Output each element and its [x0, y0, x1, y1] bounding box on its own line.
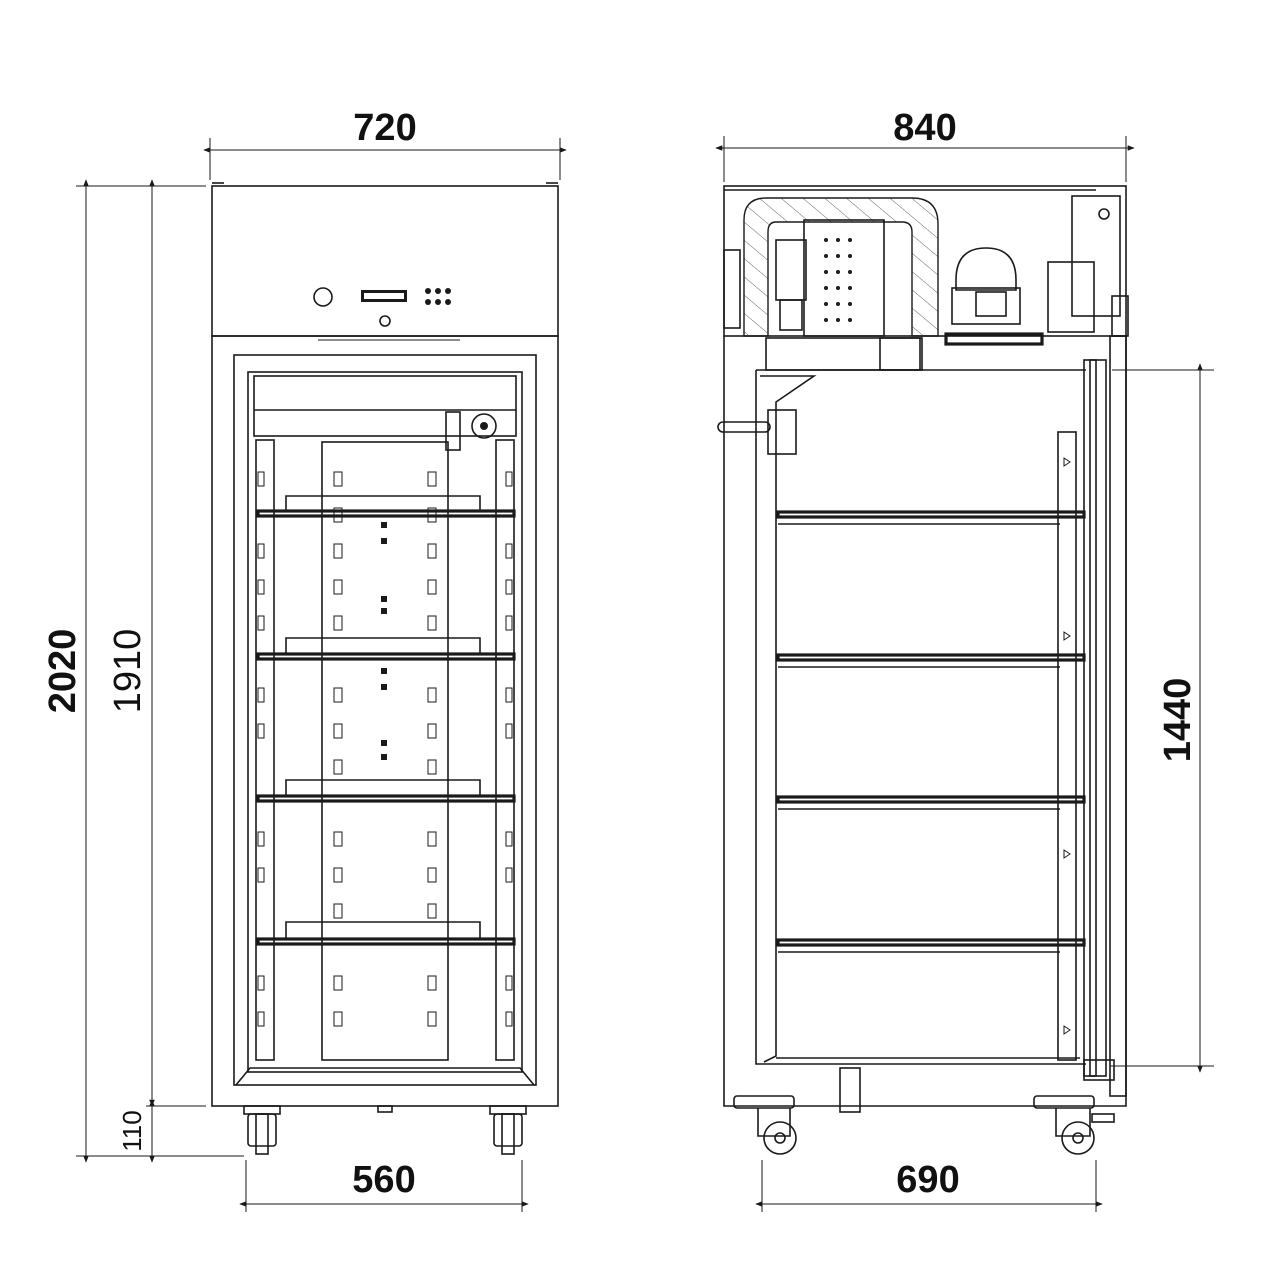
side-dimensions: 840 1440 690 — [715, 107, 1214, 1212]
panel-holes — [381, 522, 387, 760]
control-knob-icon — [313, 287, 333, 307]
door-edge — [1083, 359, 1107, 1077]
dim-front-width: 720 — [353, 107, 416, 149]
compressor-icon — [944, 247, 1044, 346]
air-duct — [743, 197, 939, 337]
fan-icon — [471, 413, 497, 439]
front-dimensions: 720 2020 1910 110 560 — [42, 107, 567, 1212]
front-caster-left — [243, 1105, 281, 1155]
door-handle[interactable] — [717, 409, 797, 455]
condenser — [1047, 261, 1095, 333]
lock-icon — [379, 315, 391, 327]
evaporator — [803, 219, 885, 337]
shelf-rail — [1057, 431, 1077, 1061]
back-panel — [321, 441, 449, 1061]
front-shelves — [256, 495, 516, 946]
front-view — [211, 182, 559, 1155]
front-caster-right — [489, 1105, 527, 1155]
dim-inner-depth: 690 — [896, 1159, 959, 1201]
side-shelves — [776, 510, 1086, 953]
side-caster-left — [733, 1095, 797, 1155]
side-caster-right — [1033, 1095, 1115, 1155]
side-body — [723, 336, 1127, 1107]
front-control-head — [211, 185, 559, 337]
dim-body-height: 1910 — [107, 629, 149, 714]
dim-side-depth: 840 — [893, 107, 956, 149]
door-frame — [233, 354, 537, 1086]
electrical-box — [1071, 195, 1121, 317]
side-view — [717, 185, 1129, 1155]
dim-inner-height: 1440 — [1157, 678, 1199, 763]
dim-inner-width: 560 — [352, 1159, 415, 1201]
control-buttons-icon — [425, 288, 451, 305]
dim-total-height: 2020 — [42, 629, 84, 714]
dim-leg-height: 110 — [117, 1110, 147, 1151]
